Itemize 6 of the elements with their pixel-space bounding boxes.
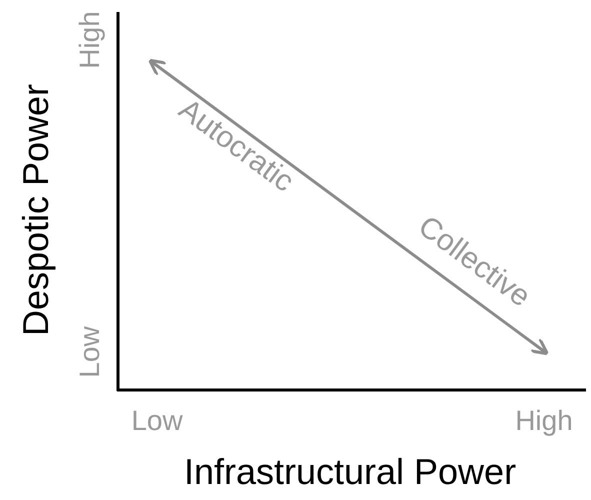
- axis-title: Despotic Power: [18, 84, 54, 336]
- axis-tick-label: High: [76, 11, 104, 69]
- axis-title: Infrastructural Power: [184, 454, 516, 490]
- axis-tick-label: Low: [131, 407, 183, 435]
- axis-tick-label: High: [515, 407, 573, 435]
- axis-tick-label: Low: [76, 326, 104, 378]
